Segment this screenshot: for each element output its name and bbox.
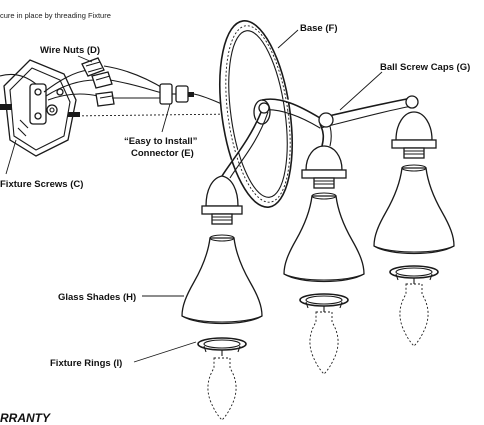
label-glass-shades: Glass Shades (H)	[58, 292, 136, 303]
socket-left	[201, 175, 243, 225]
label-ball-screw-caps: Ball Screw Caps (G)	[380, 62, 470, 73]
socket-right	[391, 111, 437, 159]
label-connector-line2: Connector (E)	[131, 148, 194, 159]
fixture-arms	[221, 97, 413, 179]
fixture-ring-left	[197, 337, 247, 356]
fixture-wires	[103, 65, 167, 99]
warranty-heading: RRANTY	[0, 411, 51, 425]
instruction-text: cure in place by threading Fixture	[0, 11, 111, 20]
glass-shade-right	[373, 164, 455, 255]
easy-install-connector	[159, 83, 223, 105]
fixture-ring-right	[389, 265, 439, 284]
label-fixture-screws: Fixture Screws (C)	[0, 179, 83, 190]
bulb-right	[399, 283, 429, 347]
bulb-middle	[309, 311, 339, 375]
wire-nuts	[81, 57, 115, 107]
ball-screw-caps	[258, 95, 419, 128]
glass-shade-middle	[283, 192, 365, 283]
bulb-left	[207, 357, 237, 421]
glass-shade-left	[181, 234, 263, 325]
alignment-line	[69, 113, 237, 117]
fixture-ring-middle	[299, 293, 349, 312]
mounting-plate	[0, 59, 80, 157]
label-fixture-rings: Fixture Rings (I)	[50, 358, 122, 369]
leader-lines	[5, 29, 383, 363]
label-connector-line1: “Easy to Install”	[124, 136, 198, 147]
label-wire-nuts: Wire Nuts (D)	[40, 45, 100, 56]
socket-middle	[301, 145, 347, 189]
house-wires	[0, 69, 99, 101]
label-base: Base (F)	[300, 23, 337, 34]
backplate	[219, 19, 293, 209]
